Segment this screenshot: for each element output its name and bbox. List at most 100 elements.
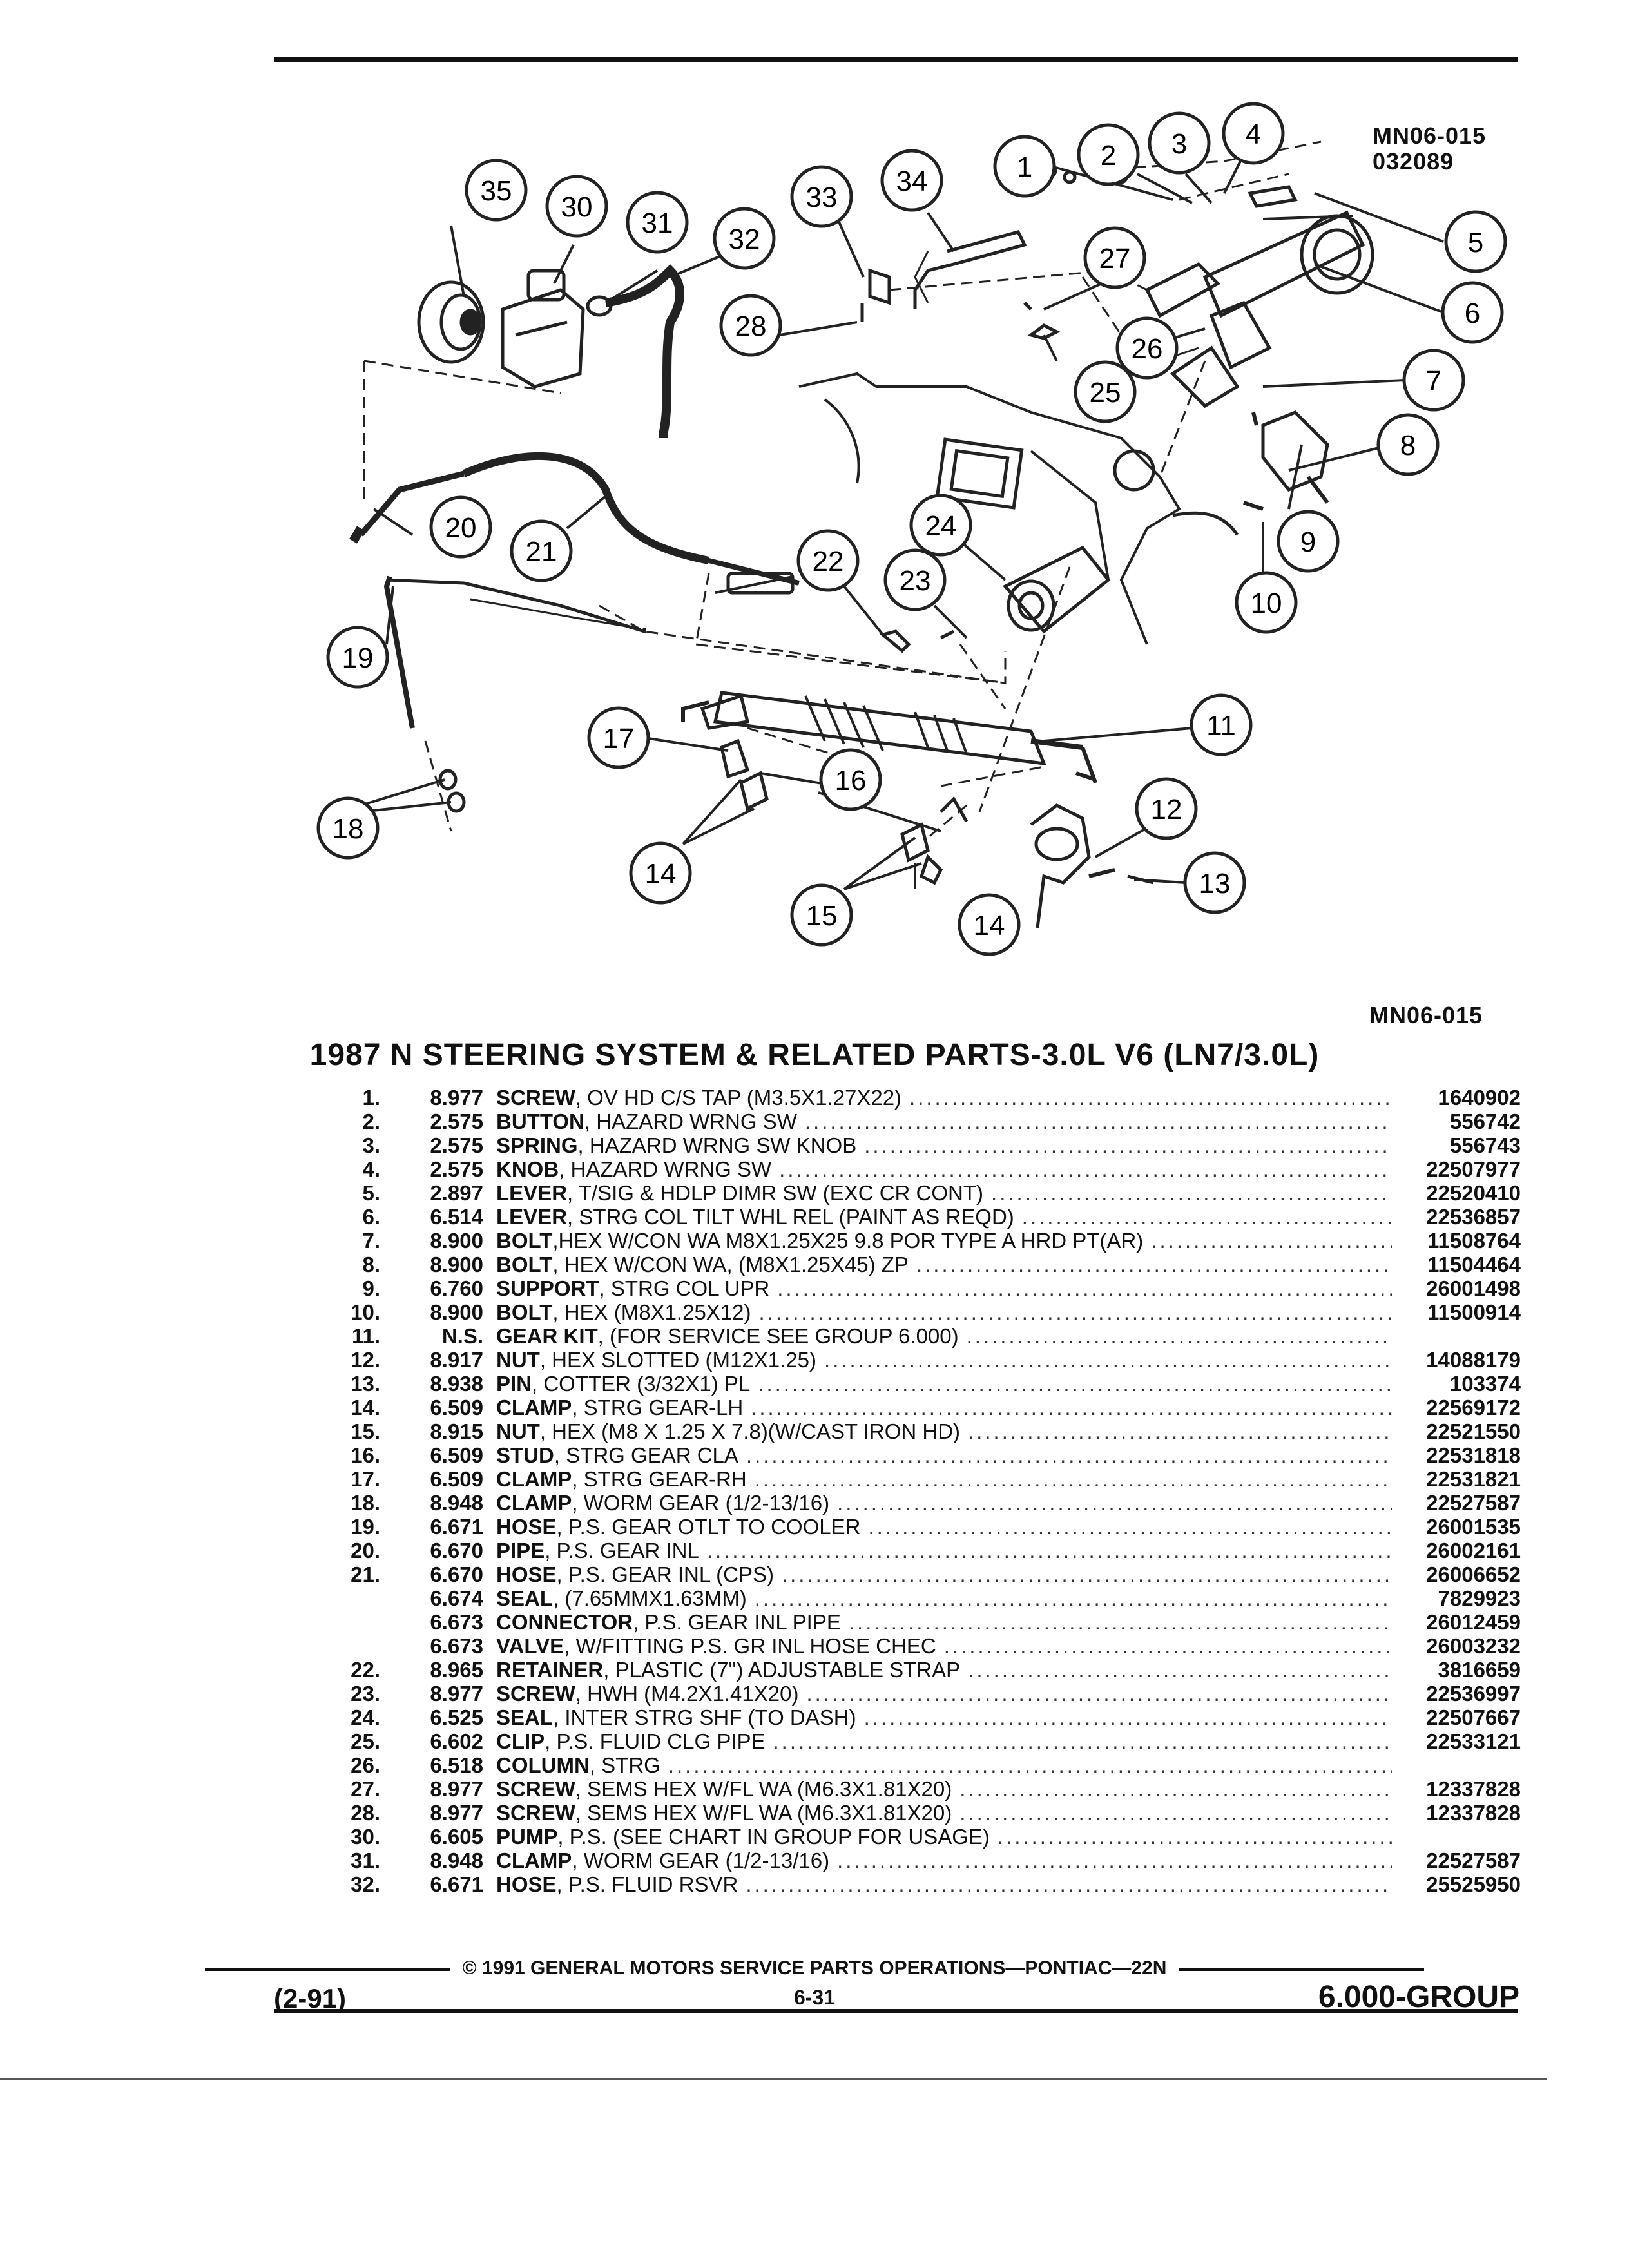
callout-32: 32 xyxy=(713,207,776,270)
svg-text:23: 23 xyxy=(900,565,931,597)
part-description: CLAMP, STRG GEAR-RH xyxy=(496,1467,1392,1491)
svg-text:24: 24 xyxy=(925,510,957,542)
part-description: SEAL, INTER STRG SHF (TO DASH) xyxy=(496,1706,1392,1729)
part-name: SCREW xyxy=(496,1086,575,1110)
part-detail: , HWH (M4.2X1.41X20) xyxy=(575,1682,799,1706)
steering-system-diagram: 1 2 3 4 5 6 7 8 9 10 11 12 13 14 14 15 1… xyxy=(316,102,1507,956)
part-description: SCREW, HWH (M4.2X1.41X20) xyxy=(496,1682,1392,1706)
part-number: 3816659 xyxy=(1438,1658,1521,1682)
part-detail: , SEMS HEX W/FL WA (M6.3X1.81X20) xyxy=(575,1801,952,1825)
svg-text:5: 5 xyxy=(1468,227,1483,258)
svg-text:6: 6 xyxy=(1465,298,1480,329)
part-number: 11508764 xyxy=(1427,1229,1521,1253)
pulley xyxy=(417,280,485,364)
group-number: 6.518 xyxy=(430,1753,483,1777)
leader-dots xyxy=(991,1181,1392,1205)
part-description: PIPE, P.S. GEAR INL xyxy=(496,1539,1392,1562)
leader-dots xyxy=(909,1086,1392,1110)
part-detail: , STRG COL UPR xyxy=(599,1276,770,1300)
part-number: 11504464 xyxy=(1427,1253,1521,1276)
part-detail: , COTTER (3/32X1) PL xyxy=(532,1372,751,1396)
part-description: COLUMN, STRG xyxy=(496,1753,1392,1777)
svg-text:15: 15 xyxy=(806,900,838,932)
part-name: CLAMP xyxy=(496,1849,572,1872)
part-detail: , HEX SLOTTED (M12X1.25) xyxy=(539,1348,816,1372)
diagram-date-code: 032089 xyxy=(1373,148,1454,175)
svg-text:35: 35 xyxy=(481,175,512,207)
part-name: BOLT xyxy=(496,1253,553,1276)
part-number: 11500914 xyxy=(1427,1300,1521,1324)
svg-text:14: 14 xyxy=(645,858,677,890)
item-number: 19. xyxy=(351,1515,380,1539)
callout-group: 1 2 3 4 5 6 7 8 9 10 11 12 13 14 14 15 1… xyxy=(316,102,1507,956)
callout-4: 4 xyxy=(1222,102,1285,165)
group-number: 2.897 xyxy=(430,1181,483,1205)
group-number: 8.948 xyxy=(430,1491,483,1515)
parts-row: 11.N.S.GEAR KIT, (FOR SERVICE SEE GROUP … xyxy=(335,1324,1521,1348)
item-number: 18. xyxy=(351,1491,380,1515)
part-detail: , HAZARD WRNG SW KNOB xyxy=(577,1133,857,1157)
svg-text:11: 11 xyxy=(1206,710,1236,742)
part-name: VALVE xyxy=(496,1634,564,1658)
dashboard xyxy=(798,372,1181,645)
callout-11: 11 xyxy=(1190,693,1253,756)
item-number: 10. xyxy=(351,1300,380,1324)
svg-text:1: 1 xyxy=(1017,151,1032,183)
callout-6: 6 xyxy=(1441,281,1504,344)
leader-dots xyxy=(959,1801,1392,1825)
part-number: 22527587 xyxy=(1426,1491,1521,1515)
group-number: 6.671 xyxy=(430,1515,483,1539)
part-name: BOLT xyxy=(496,1300,553,1324)
part-name: SCREW xyxy=(496,1682,575,1706)
item-number: 24. xyxy=(351,1706,380,1729)
part-description: SCREW, OV HD C/S TAP (M3.5X1.27X22) xyxy=(496,1086,1392,1110)
group-number: 8.900 xyxy=(430,1253,483,1276)
part-name: NUT xyxy=(496,1419,540,1443)
group-number: 8.915 xyxy=(430,1419,483,1443)
callout-35: 35 xyxy=(465,159,528,222)
footer-date-code: (2-91) xyxy=(274,1983,347,2013)
part-description: HOSE, P.S. GEAR OTLT TO COOLER xyxy=(496,1515,1392,1539)
item-number: 16. xyxy=(351,1443,380,1467)
callout-18: 18 xyxy=(316,796,380,860)
callout-19: 19 xyxy=(326,626,389,689)
part-name: SCREW xyxy=(496,1777,575,1801)
part-detail: , STRG xyxy=(589,1753,660,1777)
group-number: 6.673 xyxy=(430,1634,483,1658)
callout-24: 24 xyxy=(909,494,972,557)
part-number: 22520410 xyxy=(1426,1181,1521,1205)
part-name: LEVER xyxy=(496,1205,568,1229)
svg-text:17: 17 xyxy=(603,723,635,754)
leader-dots xyxy=(805,1110,1392,1133)
part-name: SEAL xyxy=(496,1586,554,1610)
leader-dots xyxy=(968,1658,1392,1682)
part-name: STUD xyxy=(496,1443,554,1467)
part-name: PIN xyxy=(496,1372,532,1396)
callout-10: 10 xyxy=(1235,571,1298,634)
leader-dots xyxy=(806,1682,1392,1706)
svg-text:28: 28 xyxy=(735,311,767,342)
part-detail: , INTER STRG SHF (TO DASH) xyxy=(553,1706,856,1729)
group-number: 8.977 xyxy=(430,1801,483,1825)
leader-dots xyxy=(824,1348,1392,1372)
part-name: CLAMP xyxy=(496,1467,572,1491)
part-detail: , P.S. FLUID CLG PIPE xyxy=(545,1729,766,1753)
part-number: 22536857 xyxy=(1426,1205,1521,1229)
leader-dots xyxy=(837,1849,1392,1872)
group-number: 6.525 xyxy=(430,1706,483,1729)
item-number: 2. xyxy=(362,1110,380,1133)
part-name: PUMP xyxy=(496,1825,558,1849)
callout-5: 5 xyxy=(1444,210,1507,273)
group-number: N.S. xyxy=(441,1324,483,1348)
callout-9: 9 xyxy=(1277,510,1340,573)
part-description: STUD, STRG GEAR CLA xyxy=(496,1443,1392,1467)
